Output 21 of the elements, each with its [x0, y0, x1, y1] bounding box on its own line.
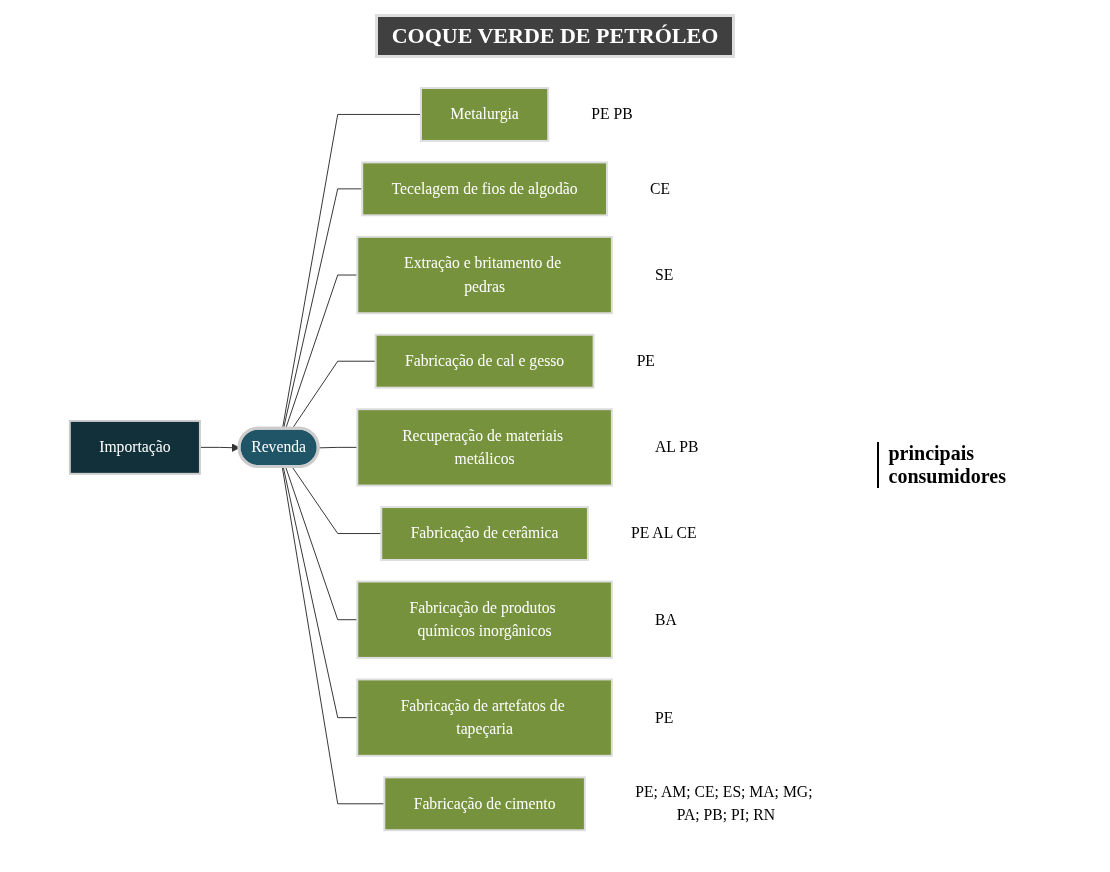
node-label: CE	[649, 180, 670, 197]
node-box: Metalurgia	[419, 87, 549, 142]
node-box: Fabricação de artefatos de tapeçaria	[355, 678, 613, 757]
node-label: BA	[654, 610, 677, 628]
node-label: PE; AM; CE; ES; MA; MG; PA; PB; PI; RN	[634, 783, 812, 824]
title-banner: COQUE VERDE DE PETRÓLEO	[374, 14, 736, 58]
node-box: Importação	[68, 419, 201, 475]
node-box: Extração e britamento de pedras	[355, 235, 613, 315]
node-label: PE	[636, 352, 655, 370]
node-box: Tecelagem de fios de algodão	[360, 161, 608, 217]
node-box: Fabricação de cimento	[382, 776, 586, 832]
node-label: PE	[654, 708, 673, 726]
node-box: Recuperação de materiais metálicos	[355, 408, 613, 487]
group-note: principais consumidores	[888, 442, 1007, 488]
node-box: Fabricação de cerâmica	[379, 506, 589, 561]
node-label: SE	[654, 266, 673, 283]
node-box: Fabricação de cal e gesso	[374, 333, 595, 389]
node-label: PE AL CE	[630, 524, 697, 542]
node-label: PE PB	[590, 105, 633, 123]
node-box: Fabricação de produtos químicos inorgânicos	[355, 580, 613, 659]
node-label: AL PB	[654, 438, 698, 456]
